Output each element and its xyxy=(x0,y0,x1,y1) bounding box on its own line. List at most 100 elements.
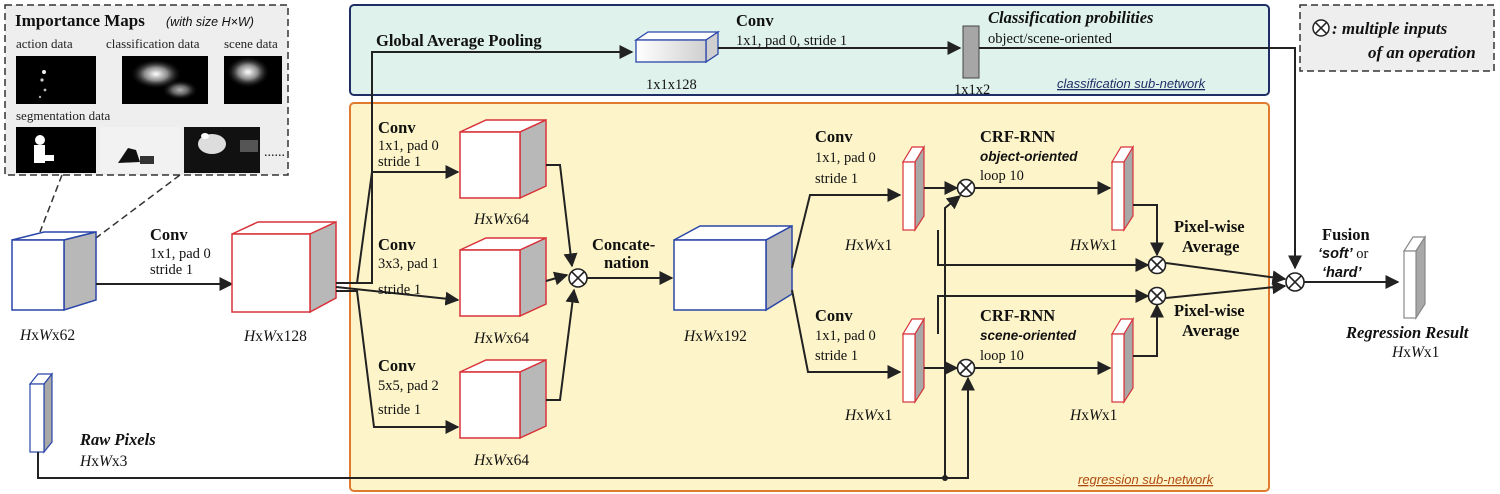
crf-top-input-operator-icon xyxy=(956,178,976,198)
regression-subnet-label: regression sub-network xyxy=(1078,472,1215,487)
svg-text:1x1, pad 0: 1x1, pad 0 xyxy=(378,138,439,154)
classification-data-label: classification data xyxy=(106,36,200,51)
classification-map-image xyxy=(122,56,208,104)
svg-text:stride 1: stride 1 xyxy=(378,282,421,298)
svg-text:Pixel-wise: Pixel-wise xyxy=(1174,301,1245,320)
conv-bottom-output-dims: HxWx1 xyxy=(844,407,892,424)
regression-subnet-panel xyxy=(349,102,1270,492)
branch-1-label: Conv 1x1, pad 0 stride 1 xyxy=(378,118,439,170)
input-block xyxy=(11,231,97,312)
gap-vector-block xyxy=(633,30,721,64)
fusion-hard: ‘hard’ xyxy=(1322,265,1362,281)
svg-text:1x1, pad 0: 1x1, pad 0 xyxy=(815,150,876,166)
svg-text:5x5, pad 2: 5x5, pad 2 xyxy=(378,378,439,394)
svg-text:stride 1: stride 1 xyxy=(815,171,858,187)
class-prob-subtitle: object/scene-oriented xyxy=(988,31,1113,47)
branch-3-dims: HxWx64 xyxy=(473,452,529,469)
input-conv-title: Conv xyxy=(150,225,188,244)
svg-text:Conv: Conv xyxy=(378,356,416,375)
svg-text:Average: Average xyxy=(1182,237,1239,256)
class-prob-dims: 1x1x2 xyxy=(954,82,990,98)
crf-bottom-output-dims: HxWx1 xyxy=(1069,407,1117,424)
avg-bottom-operator-icon xyxy=(1147,286,1167,306)
block-128 xyxy=(231,220,337,314)
crf-top-output-dims: HxWx1 xyxy=(1069,237,1117,254)
action-data-label: action data xyxy=(16,36,73,51)
branch-2-label: Conv 3x3, pad 1 stride 1 xyxy=(378,235,439,298)
raw-pixels-dims: HxWx3 xyxy=(79,453,128,470)
conv-top-output-map xyxy=(901,144,926,233)
crf-top-label: CRF-RNN object-oriented loop 10 xyxy=(980,127,1078,184)
raw-pixels-block xyxy=(28,372,54,454)
class-conv-params: 1x1, pad 0, stride 1 xyxy=(736,33,847,49)
importance-maps-subtitle: (with size H×W) xyxy=(166,15,254,29)
branch-2-cube xyxy=(459,236,547,318)
branch-1-dims: HxWx64 xyxy=(473,211,529,228)
avg-top-label: Pixel-wise Average xyxy=(1174,217,1245,256)
input-conv-line1: 1x1, pad 0 xyxy=(150,246,211,262)
segmentation-map-image-2 xyxy=(100,127,180,173)
concat-operator-icon xyxy=(568,268,588,288)
concat-label-line2: nation xyxy=(604,253,649,272)
block-192-dims: HxWx192 xyxy=(683,328,747,345)
segmentation-map-image-1 xyxy=(16,127,96,173)
regression-result-map xyxy=(1402,234,1427,321)
action-map-image xyxy=(16,56,96,104)
regression-result-dims: HxWx1 xyxy=(1391,344,1439,361)
block-192 xyxy=(673,224,793,312)
conv-bottom-output-map xyxy=(901,316,926,405)
svg-text:loop 10: loop 10 xyxy=(980,348,1024,364)
crf-bottom-label: CRF-RNN scene-oriented loop 10 xyxy=(980,306,1077,364)
more-maps-ellipsis: ...... xyxy=(264,145,285,160)
crf-bottom-output-map xyxy=(1110,316,1135,405)
conv-top-label: Conv 1x1, pad 0 stride 1 xyxy=(815,127,876,187)
block-128-dims: HxWx128 xyxy=(243,328,307,345)
svg-text:Conv: Conv xyxy=(815,306,853,325)
fusion-operator-icon xyxy=(1285,272,1305,292)
raw-pixels-title: Raw Pixels xyxy=(79,430,156,449)
conv-bottom-label: Conv 1x1, pad 0 stride 1 xyxy=(815,306,876,364)
svg-text:3x3, pad 1: 3x3, pad 1 xyxy=(378,256,439,272)
svg-text:loop 10: loop 10 xyxy=(980,168,1024,184)
gap-label: Global Average Pooling xyxy=(376,31,542,50)
svg-text:CRF-RNN: CRF-RNN xyxy=(980,127,1055,146)
branch-2-dims: HxWx64 xyxy=(473,330,529,347)
svg-text:CRF-RNN: CRF-RNN xyxy=(980,306,1055,325)
avg-top-operator-icon xyxy=(1147,255,1167,275)
svg-text:Conv: Conv xyxy=(378,235,416,254)
crf-top-output-map xyxy=(1110,144,1135,233)
svg-text:1x1, pad 0: 1x1, pad 0 xyxy=(815,328,876,344)
svg-text:stride 1: stride 1 xyxy=(378,402,421,418)
fusion-options: ‘soft’ or xyxy=(1318,246,1369,262)
class-prob-block xyxy=(962,25,980,79)
svg-text:stride 1: stride 1 xyxy=(815,348,858,364)
scene-data-label: scene data xyxy=(224,36,278,51)
legend-line-2: of an operation xyxy=(1368,43,1476,62)
input-conv-line2: stride 1 xyxy=(150,262,193,278)
scene-map-image xyxy=(224,56,282,104)
segmentation-data-label: segmentation data xyxy=(16,108,110,123)
classification-subnet-label: classification sub-network xyxy=(1057,76,1207,91)
legend-box: : multiple inputs of an operation xyxy=(1299,4,1495,72)
class-conv-title: Conv xyxy=(736,11,774,30)
gap-dims: 1x1x128 xyxy=(646,77,697,93)
importance-maps-title: Importance Maps xyxy=(15,11,145,30)
svg-text:Pixel-wise: Pixel-wise xyxy=(1174,217,1245,236)
legend-line-1: : multiple inputs xyxy=(1332,19,1448,38)
classification-subnet-panel xyxy=(349,4,1270,96)
svg-text:Conv: Conv xyxy=(378,118,416,137)
avg-bottom-label: Pixel-wise Average xyxy=(1174,301,1245,340)
svg-text:Average: Average xyxy=(1182,321,1239,340)
branch-3-label: Conv 5x5, pad 2 stride 1 xyxy=(378,356,439,418)
input-dims: HxWx62 xyxy=(19,327,75,344)
segmentation-map-image-3 xyxy=(184,127,260,173)
concat-label-line1: Concate- xyxy=(592,235,655,254)
regression-result-title: Regression Result xyxy=(1345,323,1469,342)
class-prob-title: Classification probilities xyxy=(988,8,1153,27)
crf-bottom-input-operator-icon xyxy=(956,358,976,378)
svg-text:scene-oriented: scene-oriented xyxy=(980,328,1077,343)
fusion-title: Fusion xyxy=(1322,225,1370,244)
branch-1-cube xyxy=(459,118,547,200)
svg-text:stride 1: stride 1 xyxy=(378,154,421,170)
